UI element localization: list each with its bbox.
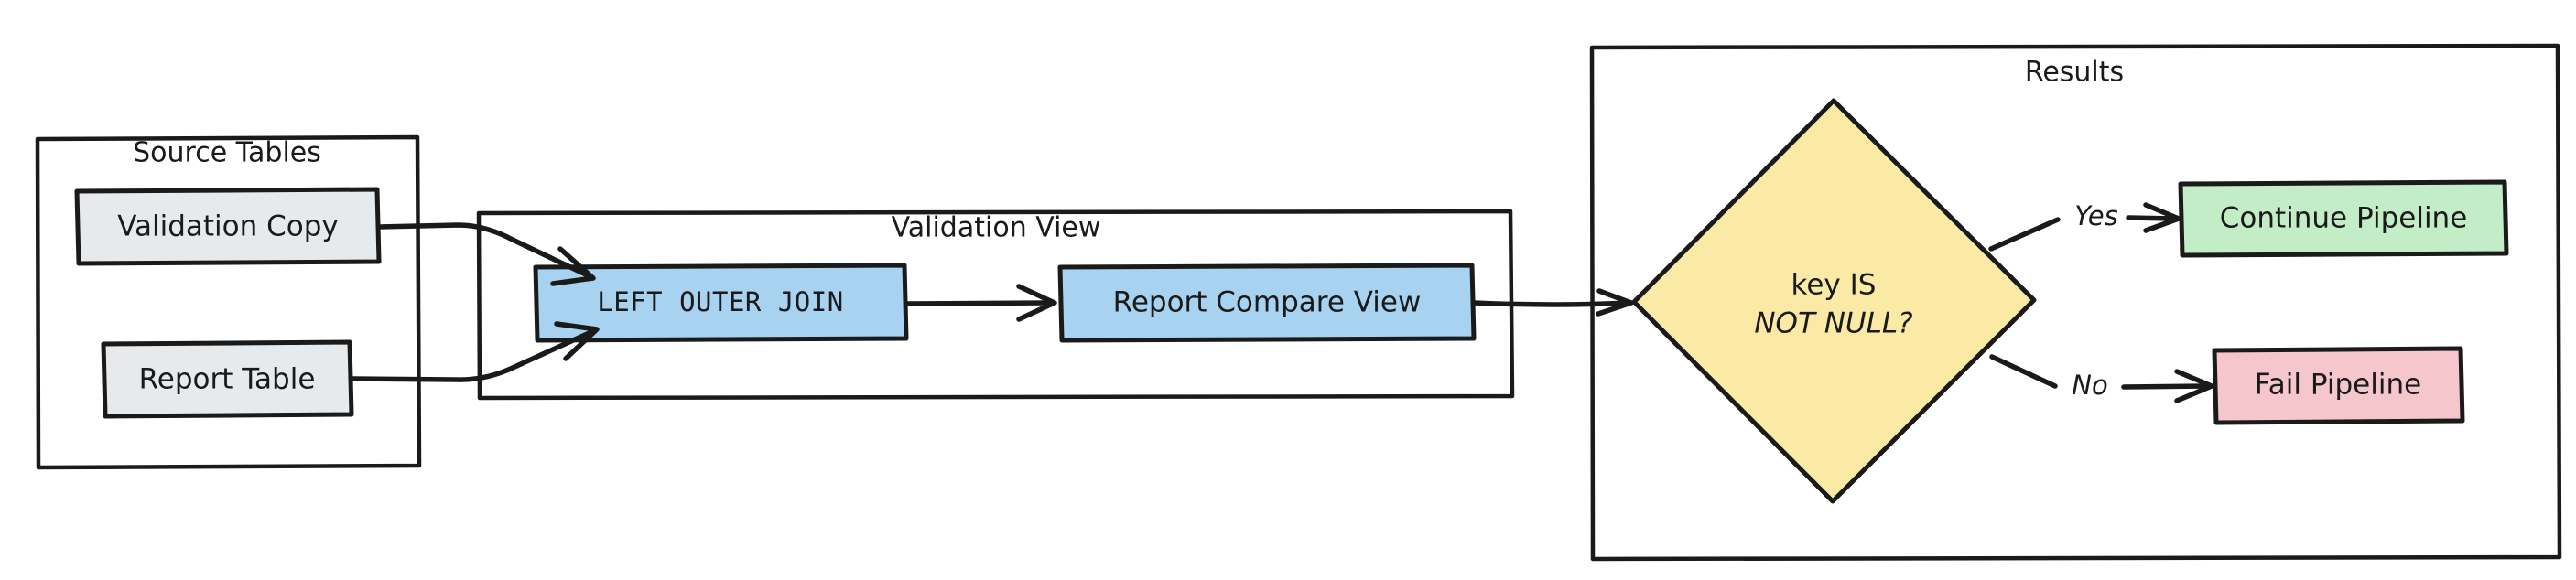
edge-validation-copy-to-join [376,222,596,286]
key-is-not-null-label-line2: NOT NULL? [1754,307,1912,340]
edge-join-to-compare-view [904,284,1057,322]
node-report-table[interactable]: Report Table [101,339,354,419]
edge-validation-copy-to-join-line [376,222,592,279]
fail-pipeline-label: Fail Pipeline [2255,369,2421,402]
continue-pipeline-rect[interactable] [2178,179,2509,258]
continue-pipeline-label: Continue Pipeline [2220,202,2468,235]
node-key-is-not-null[interactable]: key IS NOT NULL? [1631,98,2037,504]
edge-decision-yes-label: Yes [2074,200,2117,231]
edge-report-table-to-join-arrowhead [554,321,600,361]
edge-decision-yes-line2 [2126,215,2178,221]
validation-copy-label: Validation Copy [117,210,339,243]
edge-compare-view-to-decision-arrowhead [1596,288,1634,317]
edge-decision-yes-line [1988,217,2061,252]
edge-decision-no-line2 [2121,383,2211,390]
left-outer-join-label: LEFT OUTER JOIN [597,286,843,317]
key-is-not-null-diamond[interactable] [1631,98,2037,504]
group-results: Results [1589,43,2562,562]
edge-join-to-compare-view-line [904,300,1054,306]
edge-decision-no-line [1989,354,2058,389]
edge-compare-view-to-decision-line [1471,300,1630,307]
edge-report-table-to-join-line [349,328,596,382]
validation-view-label: Validation View [892,212,1101,244]
node-fail-pipeline[interactable]: Fail Pipeline [2212,346,2465,425]
edge-decision-no-label: No [2072,370,2107,401]
edge-decision-no: No [1989,354,2214,403]
edge-compare-view-to-decision [1471,288,1634,317]
group-validation-view: Validation View [476,209,1515,401]
edge-decision-yes-arrowhead [2143,202,2181,233]
edge-decision-no-arrowhead [2174,369,2214,403]
left-outer-join-rect[interactable] [533,263,909,343]
results-label: Results [2025,57,2124,89]
edge-decision-yes: Yes [1988,200,2181,252]
validation-copy-rect[interactable] [74,187,382,266]
source-tables-border [35,134,422,470]
edge-validation-copy-to-join-arrowhead [550,246,596,286]
edge-report-table-to-join [349,321,600,382]
report-table-rect[interactable] [101,339,354,419]
node-report-compare-view[interactable]: Report Compare View [1057,263,1477,343]
node-continue-pipeline[interactable]: Continue Pipeline [2178,179,2509,258]
report-compare-view-label: Report Compare View [1113,286,1422,319]
source-tables-label: Source Tables [133,137,321,169]
node-left-outer-join[interactable]: LEFT OUTER JOIN [533,263,909,343]
key-is-not-null-label-line1: key IS [1791,269,1877,302]
edge-join-to-compare-view-arrowhead [1016,284,1057,322]
fail-pipeline-rect[interactable] [2212,346,2465,425]
report-compare-view-rect[interactable] [1057,263,1477,343]
group-source-tables: Source Tables [35,134,422,470]
node-validation-copy[interactable]: Validation Copy [74,187,382,266]
results-border [1589,43,2562,562]
validation-view-border [476,209,1515,401]
report-table-label: Report Table [139,363,316,396]
